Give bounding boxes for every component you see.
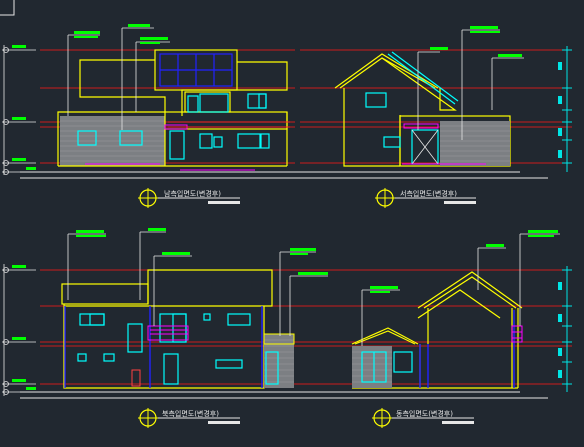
solar-panel-grid bbox=[159, 53, 233, 87]
west-leaders bbox=[417, 29, 524, 140]
south-windows bbox=[77, 93, 270, 160]
title-text-south: 남측입면도(변경후) bbox=[164, 189, 221, 198]
level-markers-south bbox=[2, 45, 36, 175]
level-tags-south bbox=[12, 45, 36, 170]
elevation-north: 북측입면도(변경후) bbox=[2, 228, 548, 428]
title-text-north: 북측입면도(변경후) bbox=[162, 409, 219, 418]
elevation-east: 동측입면도(변경후) bbox=[300, 230, 572, 428]
title-north: 북측입면도(변경후) bbox=[138, 408, 240, 428]
title-south: 남측입면도(변경후) bbox=[138, 188, 240, 208]
south-magenta-detail bbox=[85, 124, 255, 171]
title-east: 동측입면도(변경후) bbox=[372, 408, 474, 428]
south-annotations bbox=[74, 24, 168, 44]
north-outline bbox=[61, 269, 273, 389]
elevation-south: 남측입면도(변경후) bbox=[2, 24, 548, 208]
dimension-line-west bbox=[562, 46, 572, 172]
title-text-east: 동측입면도(변경후) bbox=[396, 409, 453, 418]
elevation-west: 서측입면도(변경후) bbox=[300, 26, 572, 208]
title-text-west: 서측입면도(변경후) bbox=[400, 189, 457, 198]
title-west: 서측입면도(변경후) bbox=[375, 188, 476, 208]
frame-corner bbox=[0, 0, 15, 16]
